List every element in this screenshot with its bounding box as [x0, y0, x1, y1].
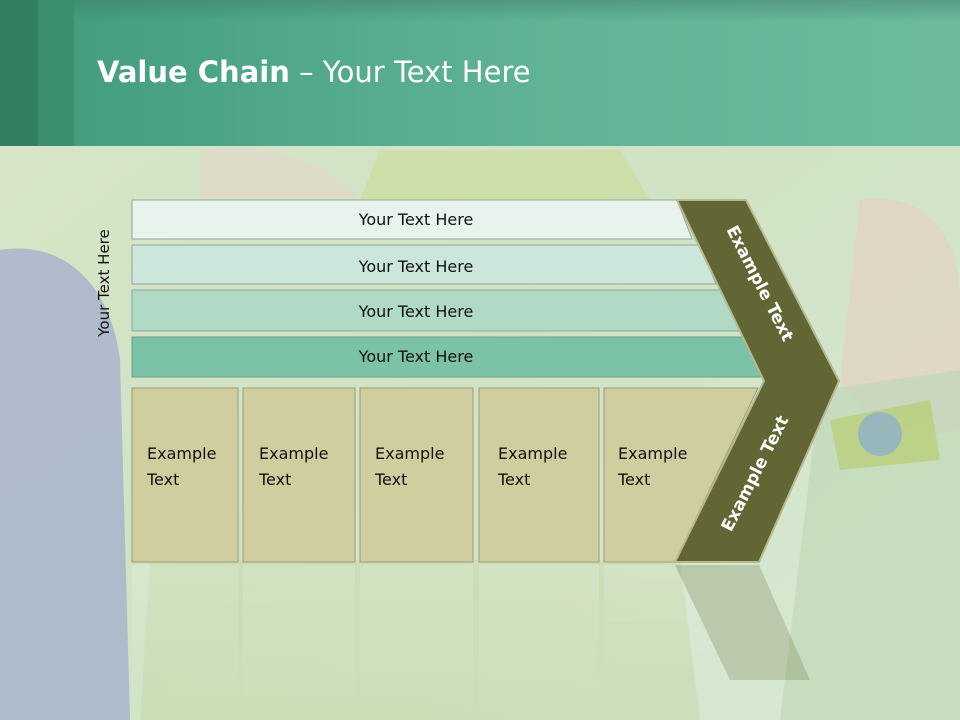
primary-activity-1[interactable] [131, 387, 239, 563]
header-bar [0, 0, 960, 146]
primary-activity-4[interactable] [478, 387, 600, 563]
primary-activity-2-line1: Example [259, 444, 328, 463]
support-row-4-label: Your Text Here [358, 347, 474, 366]
page-title-rest: – Your Text Here [289, 55, 531, 89]
primary-activity-3[interactable] [359, 387, 474, 563]
header-accent-stripe [0, 0, 38, 146]
support-row-2-label: Your Text Here [358, 257, 474, 276]
margin-chevron[interactable] [673, 199, 841, 563]
primary-activity-5-line2: Text [617, 470, 650, 489]
support-row-1[interactable] [131, 199, 693, 240]
primary-activity-3-line1: Example [375, 444, 444, 463]
support-row-1-label: Your Text Here [358, 210, 474, 229]
primary-activity-4-line2: Text [497, 470, 530, 489]
primary-activity-2[interactable] [242, 387, 356, 563]
primary-activity-5-line1: Example [618, 444, 687, 463]
primary-activity-1-line2: Text [146, 470, 179, 489]
header-accent-stripe [38, 0, 74, 146]
primary-activity-1-line1: Example [147, 444, 216, 463]
primary-activity-3-line2: Text [374, 470, 407, 489]
primary-activity-4-line1: Example [498, 444, 567, 463]
support-row-3-label: Your Text Here [358, 302, 474, 321]
header-shade [74, 0, 960, 22]
support-row-2[interactable] [131, 244, 717, 285]
page-title-bold: Value Chain [97, 55, 290, 89]
primary-activity-2-line2: Text [258, 470, 291, 489]
diagram-reflection [132, 565, 810, 715]
page-title: Value Chain – Your Text Here [97, 52, 531, 92]
